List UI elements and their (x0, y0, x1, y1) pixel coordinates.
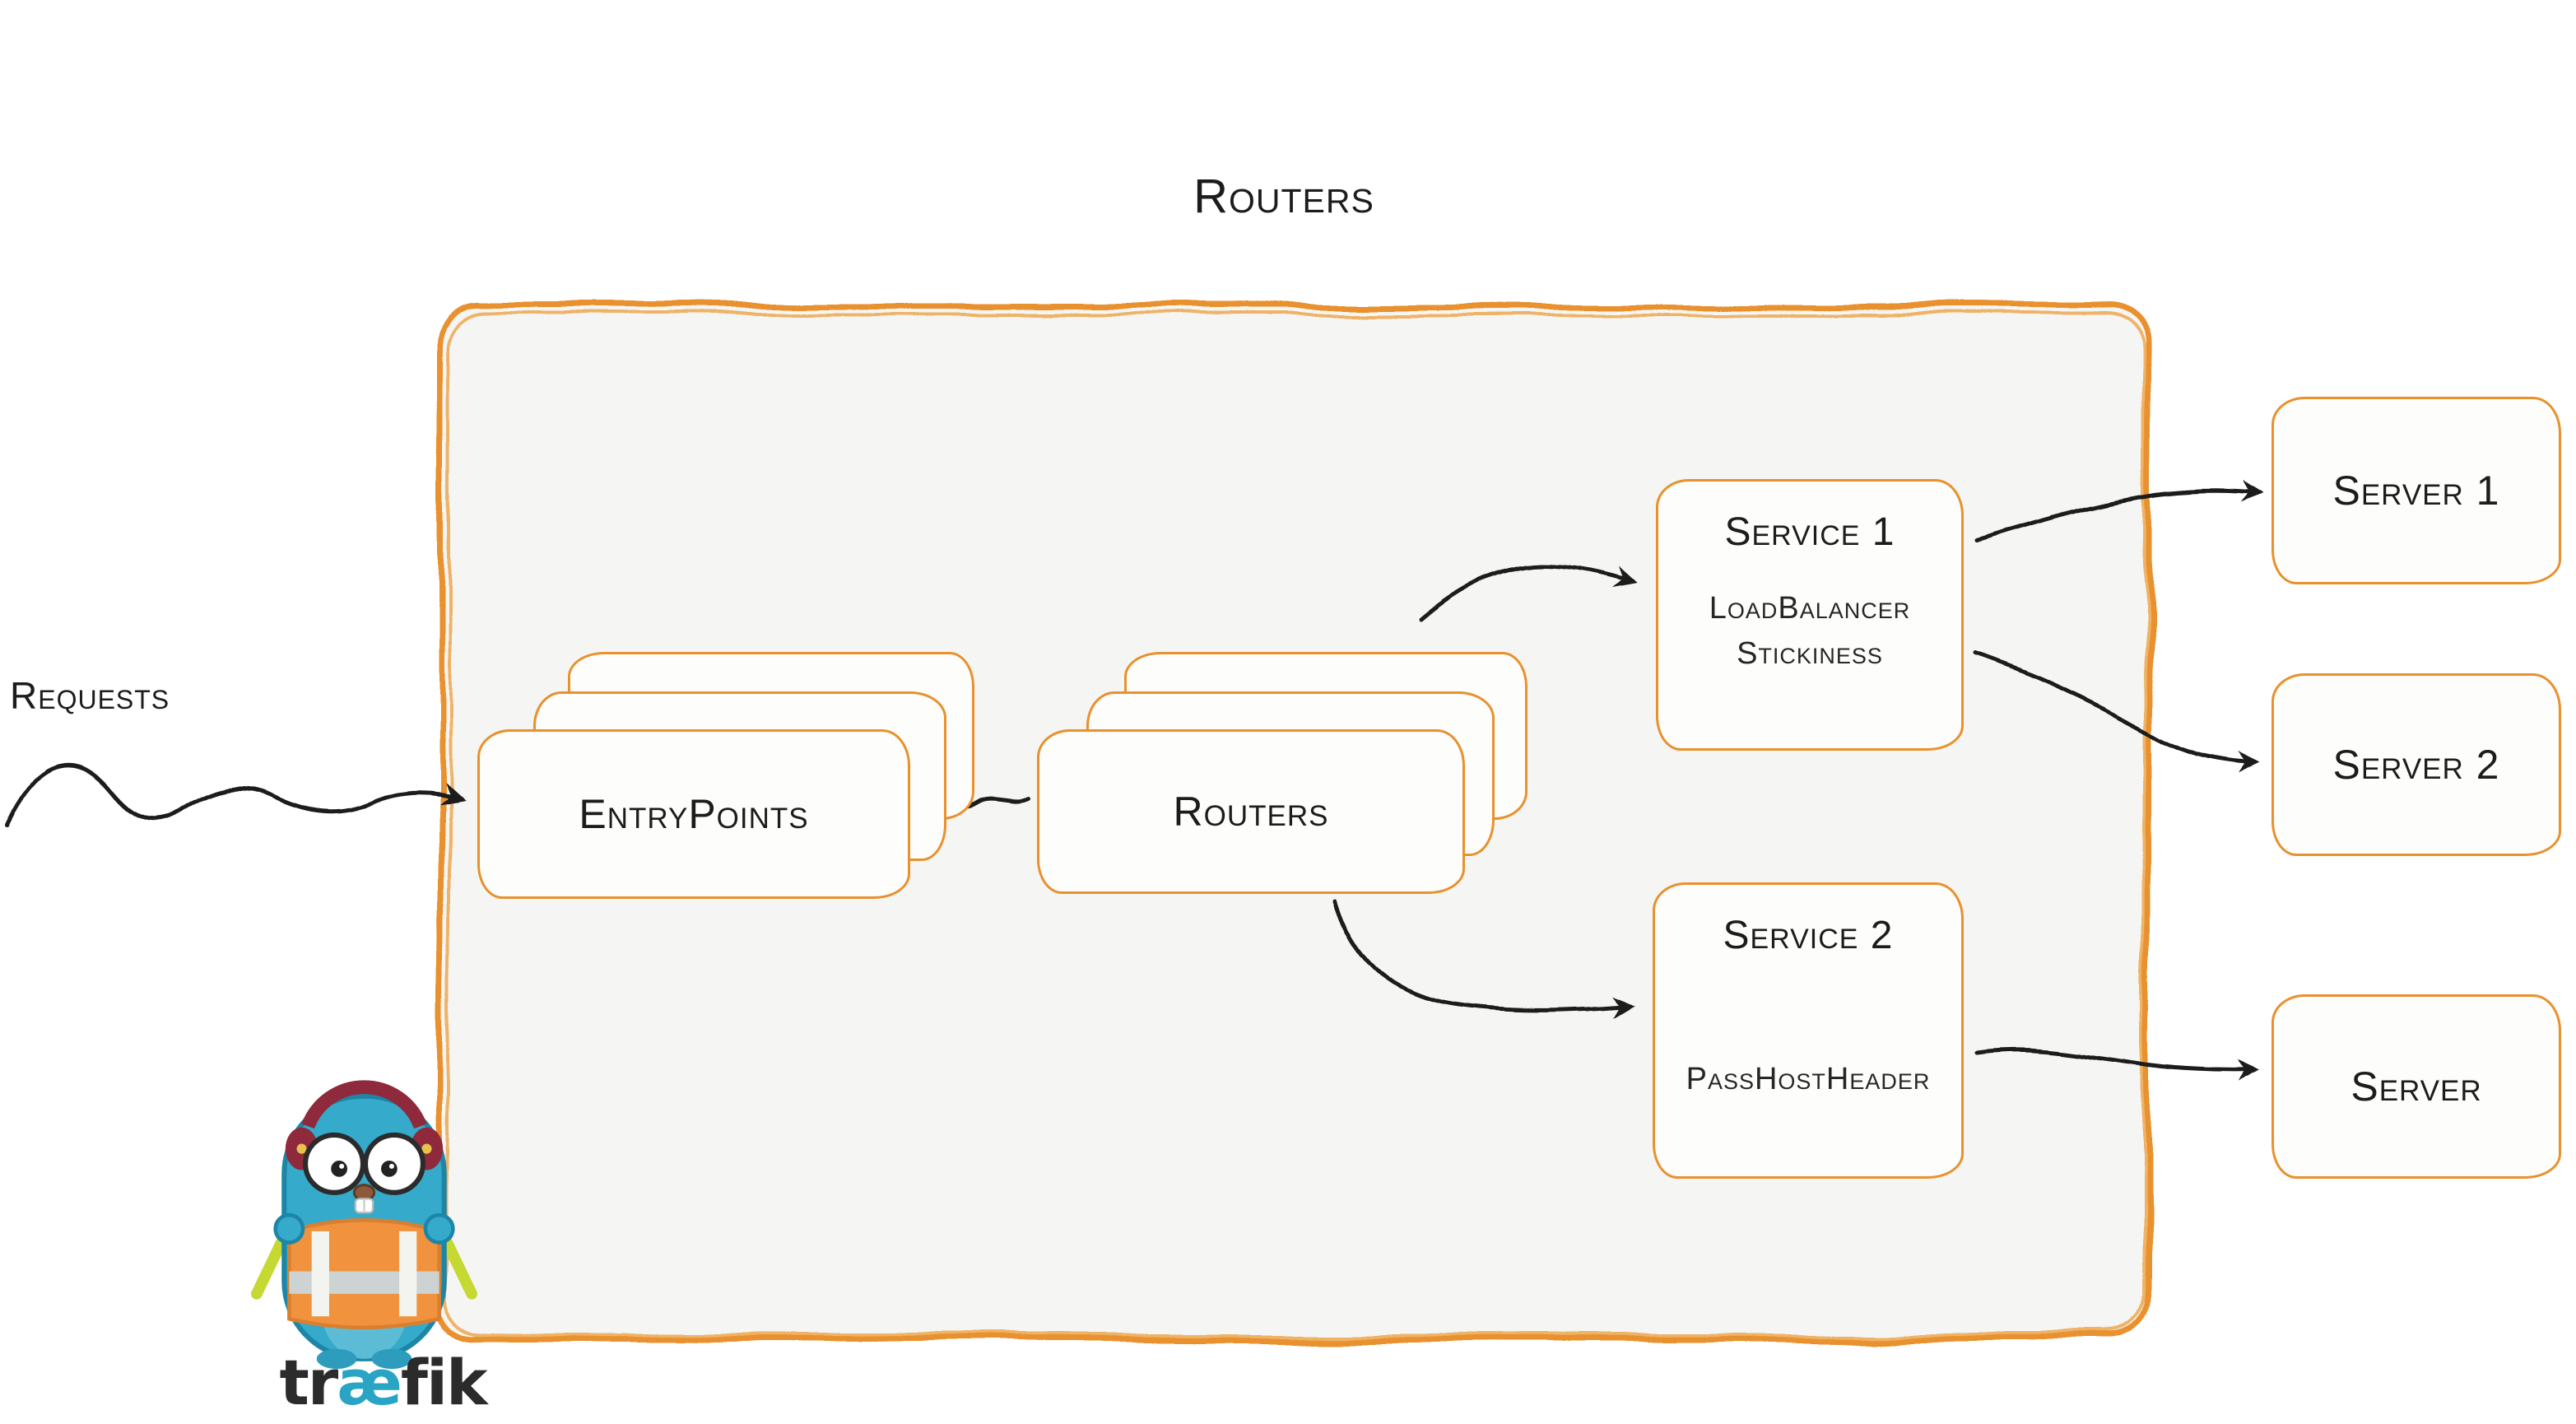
server-2-card: Server 2 (2271, 673, 2561, 856)
server-1-card: Server 1 (2271, 397, 2561, 584)
eye-highlight-left (339, 1163, 345, 1169)
server-2-label: Server 2 (2332, 742, 2500, 788)
routers-card: Routers (1037, 729, 1465, 894)
boundary-rect-sketch-overdraw (447, 313, 2146, 1337)
server-1-label: Server 1 (2332, 468, 2500, 514)
service-1-loadbalancer-label: LoadBalancer (1709, 591, 1911, 626)
wordmark-fik: fik (400, 1346, 488, 1419)
requests-label: Requests (10, 674, 170, 717)
arrow-requests-to-entrypoints (4, 762, 466, 827)
mascot-arm-left (273, 1212, 305, 1245)
entrypoints-card: EntryPoints (477, 729, 910, 899)
arrow-routers-to-service-1 (1420, 563, 1638, 621)
arrow-service-2-to-server (1974, 1047, 2260, 1082)
arrow-service-1-to-server-2 (1974, 651, 2260, 774)
mascot-foot-left (316, 1348, 357, 1369)
arrow-service-1-to-server-1 (1974, 480, 2265, 542)
entrypoints-label: EntryPoints (579, 791, 809, 837)
mascot-nose (352, 1184, 376, 1202)
earcup-dot-left (296, 1143, 307, 1154)
earcup-dot-right (421, 1143, 432, 1154)
diagram-title: Routers (1193, 170, 1374, 223)
wordmark-ae: æ (337, 1346, 402, 1419)
service-2-title: Service 2 (1723, 914, 1894, 957)
mascot-eye-right (381, 1161, 398, 1177)
traefik-gopher-icon (251, 1080, 477, 1369)
traefik-mascot (235, 1044, 494, 1373)
arrow-routers-to-service-2 (1332, 898, 1636, 1019)
service-1-card: Service 1 LoadBalancer Stickiness (1656, 479, 1964, 751)
service-1-title: Service 1 (1724, 510, 1895, 554)
mascot-foot-right (371, 1348, 412, 1369)
routers-label: Routers (1173, 789, 1329, 835)
mascot-eye-left (331, 1161, 347, 1177)
service-1-stickiness-label: Stickiness (1737, 636, 1883, 671)
mascot-arm-right (423, 1212, 455, 1245)
service-2-passhostheader-label: PassHostHeader (1686, 1062, 1931, 1096)
eye-highlight-right (388, 1163, 394, 1169)
traefik-wordmark: træfik (247, 1352, 518, 1414)
vest-strap-left (311, 1231, 329, 1317)
mascot-headphones-band-icon (301, 1080, 427, 1129)
wordmark-tr: tr (279, 1346, 338, 1419)
server-label: Server (2350, 1063, 2482, 1110)
service-2-card: Service 2 PassHostHeader (1653, 882, 1964, 1179)
vest-strap-right (399, 1231, 417, 1317)
server-card: Server (2271, 994, 2561, 1179)
